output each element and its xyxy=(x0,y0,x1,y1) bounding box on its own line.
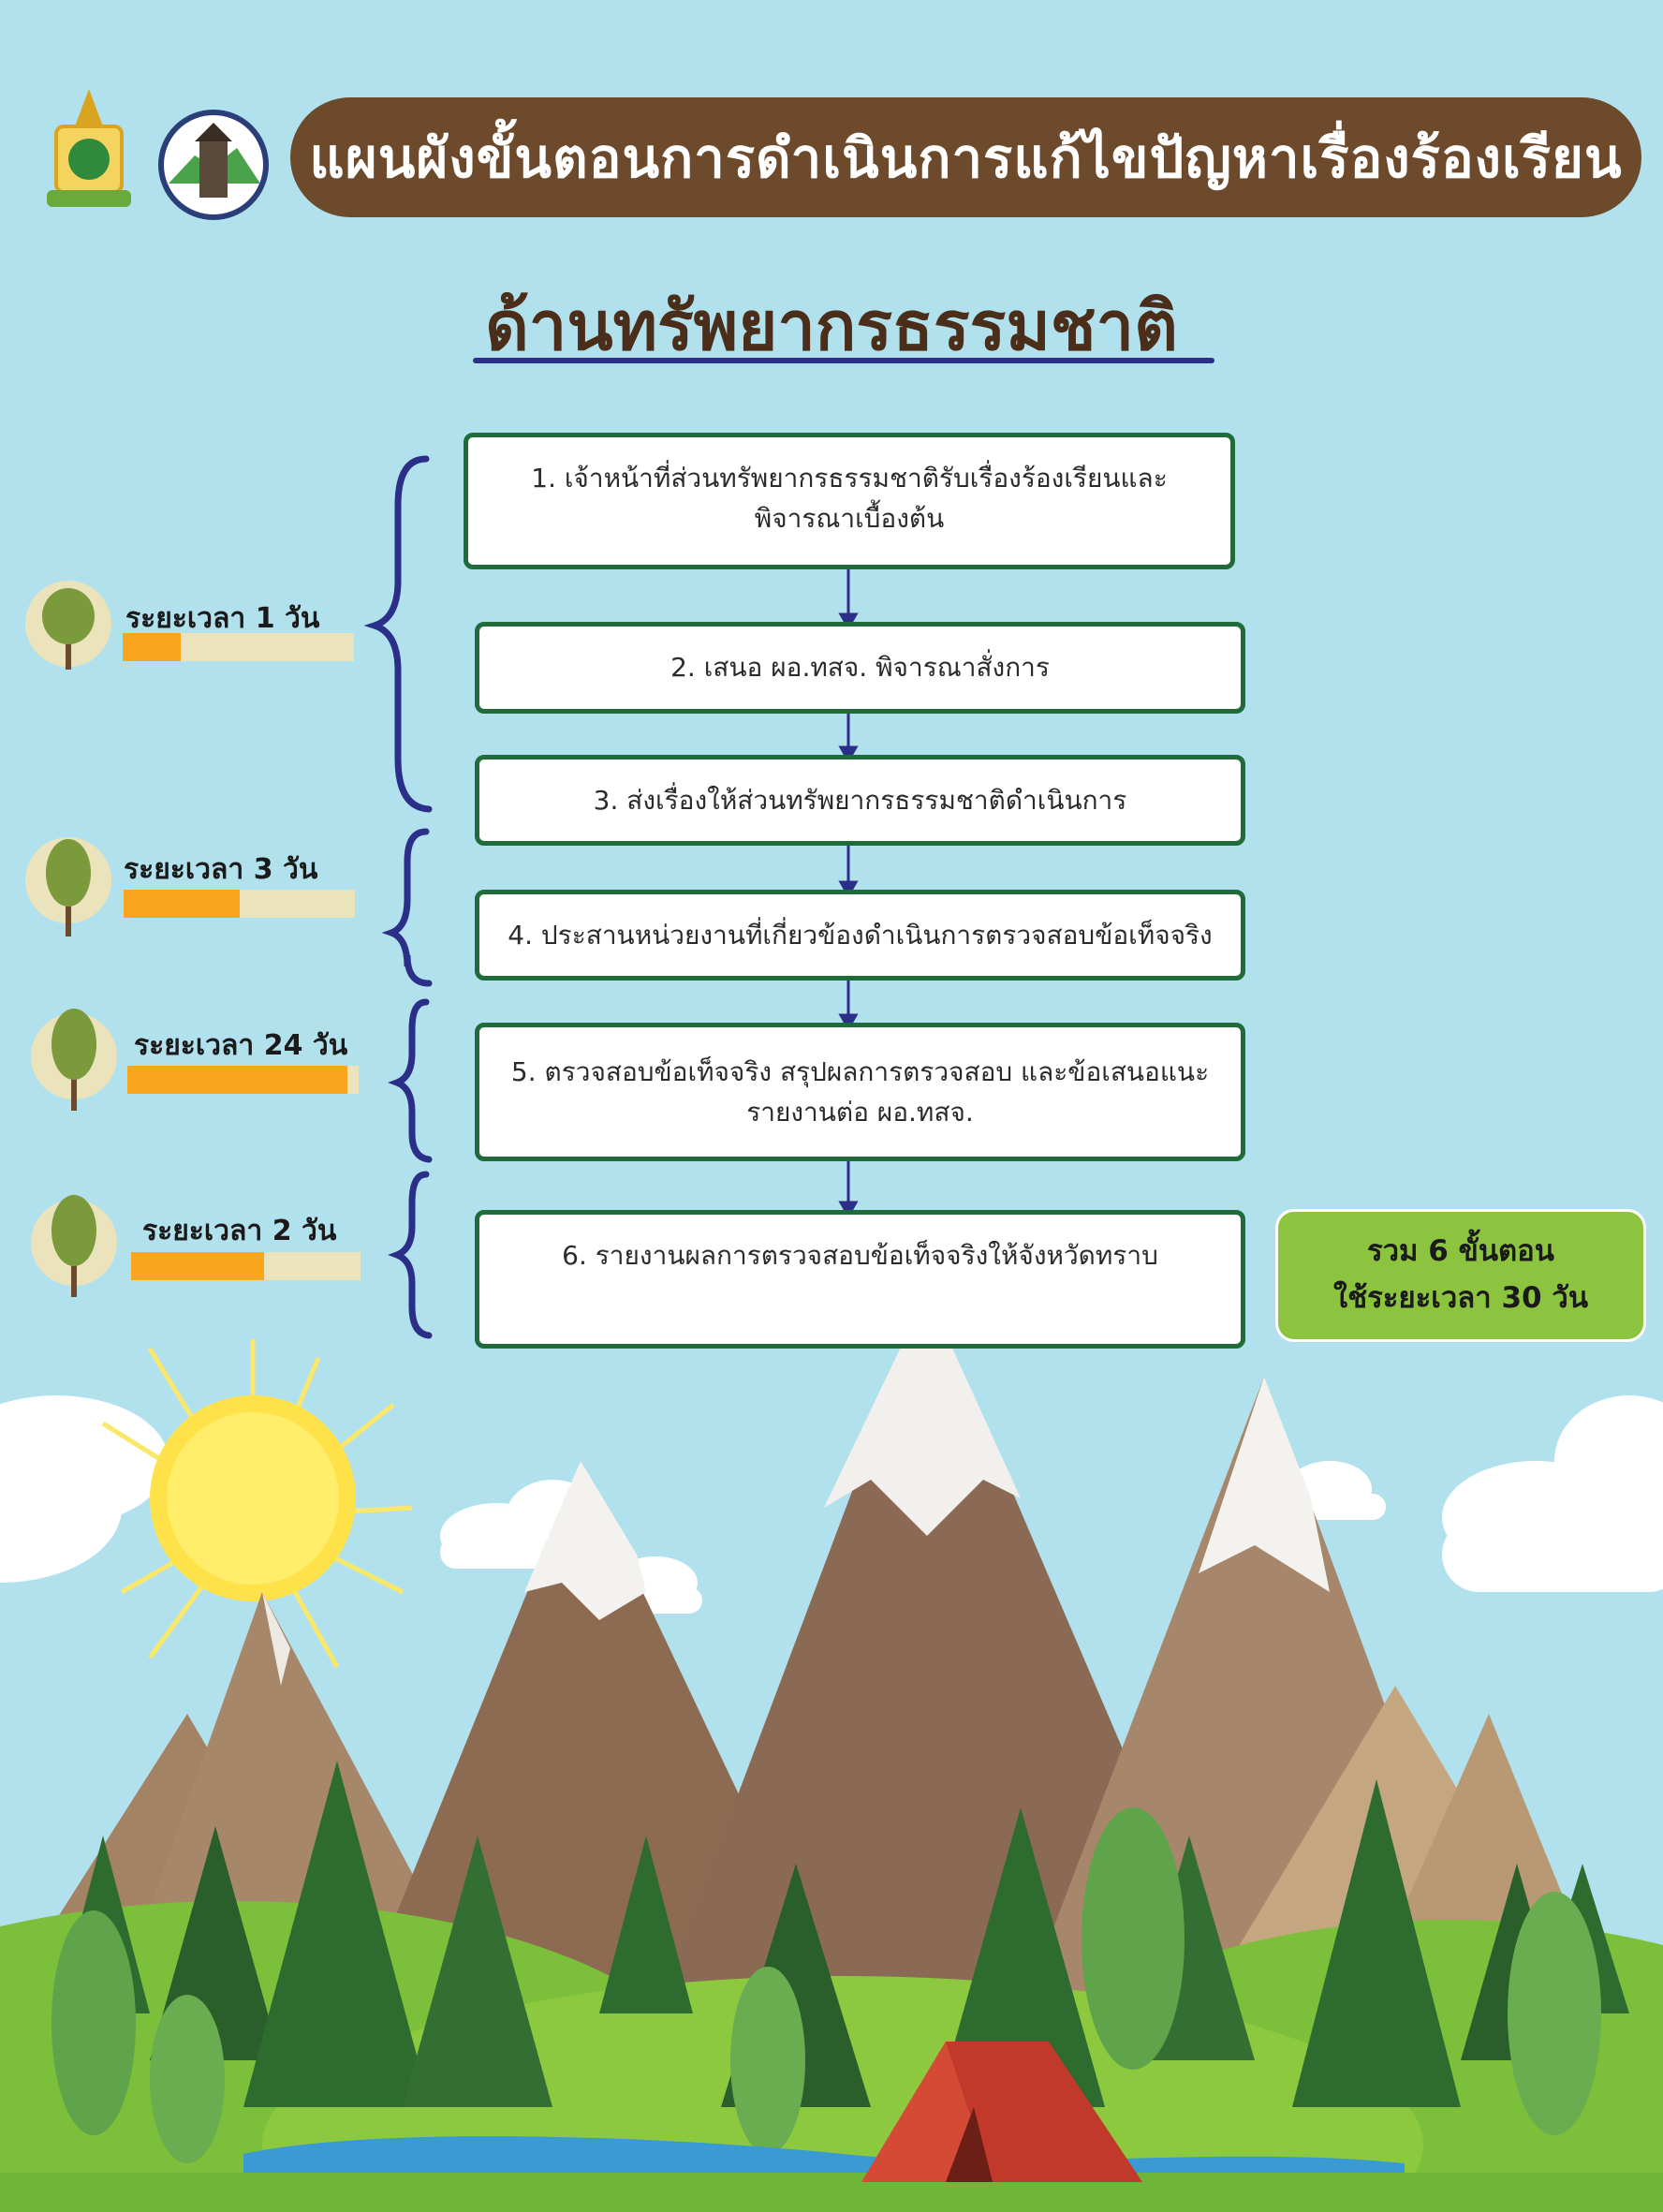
step-arrows xyxy=(838,568,859,1219)
bracket-4 xyxy=(388,1171,433,1339)
step-2-text: 2. เสนอ ผอ.ทสจ. พิจารณาสั่งการ xyxy=(670,652,1050,684)
tree-icon xyxy=(31,1009,117,1111)
government-emblem-logo xyxy=(47,89,131,207)
bracket-3 xyxy=(388,998,433,1163)
step-2-box: 2. เสนอ ผอ.ทสจ. พิจารณาสั่งการ xyxy=(475,622,1245,714)
duration-label-1: ระยะเวลา 1 วัน xyxy=(125,602,320,635)
duration-brackets xyxy=(363,455,433,1339)
step-1-text: 1. เจ้าหน้าที่ส่วนทรัพยากรธรรมชาติรับเรื… xyxy=(531,463,1168,494)
step-5-box: 5. ตรวจสอบข้อเท็จจริง สรุปผลการตรวจสอบ แ… xyxy=(475,1023,1245,1161)
duration-bar-2 xyxy=(124,890,355,918)
duration-bar-fill xyxy=(127,1066,347,1094)
step-1-box: 1. เจ้าหน้าที่ส่วนทรัพยากรธรรมชาติรับเรื… xyxy=(464,433,1235,569)
duration-label-4: ระยะเวลา 2 วัน xyxy=(142,1215,337,1247)
provincial-seal-logo xyxy=(158,110,269,220)
step-4-box: 4. ประสานหน่วยงานที่เกี่ยวข้องดำเนินการต… xyxy=(475,890,1245,981)
duration-label-3: ระยะเวลา 24 วัน xyxy=(134,1029,348,1062)
step-6-box: 6. รายงานผลการตรวจสอบข้อเท็จจริงให้จังหว… xyxy=(475,1210,1245,1349)
step-4-text: 4. ประสานหน่วยงานที่เกี่ยวข้องดำเนินการต… xyxy=(508,919,1213,951)
page-title: แผนผังขั้นตอนการดำเนินการแก้ไขปัญหาเรื่อ… xyxy=(309,125,1623,190)
total-steps: รวม 6 ขั้นตอน xyxy=(1367,1234,1554,1269)
title-banner: แผนผังขั้นตอนการดำเนินการแก้ไขปัญหาเรื่อ… xyxy=(290,97,1641,217)
step-3-box: 3. ส่งเรื่องให้ส่วนทรัพยากรธรรมชาติดำเนิ… xyxy=(475,755,1245,846)
bracket-1 xyxy=(363,455,433,813)
tree-icon xyxy=(25,837,111,936)
tree-icon xyxy=(25,581,111,670)
step-1-text-line2: พิจารณาเบื้องต้น xyxy=(754,503,945,535)
total-duration: ใช้ระยะเวลา 30 วัน xyxy=(1332,1281,1589,1315)
duration-bar-4 xyxy=(131,1252,361,1280)
step-5-text: 5. ตรวจสอบข้อเท็จจริง สรุปผลการตรวจสอบ แ… xyxy=(510,1055,1210,1087)
total-summary-box: รวม 6 ขั้นตอน ใช้ระยะเวลา 30 วัน xyxy=(1275,1209,1646,1342)
duration-bar-fill xyxy=(123,633,181,661)
step-3-text: 3. ส่งเรื่องให้ส่วนทรัพยากรธรรมชาติดำเนิ… xyxy=(593,784,1127,816)
tent xyxy=(861,2042,1142,2182)
duration-bar-fill xyxy=(124,890,240,918)
round-trees xyxy=(52,1807,1601,2163)
step-5-text-line2: รายงานต่อ ผอ.ทสจ. xyxy=(746,1097,974,1128)
duration-bar-fill xyxy=(131,1252,265,1280)
bracket-2 xyxy=(381,828,433,987)
sun xyxy=(101,1339,413,1669)
duration-label-2: ระยะเวลา 3 วัน xyxy=(124,853,318,886)
tree-icon xyxy=(31,1195,117,1297)
subtitle-underline xyxy=(473,358,1214,363)
duration-bar-1 xyxy=(123,633,354,661)
page-subtitle: ด้านทรัพยากรธรรมชาติ xyxy=(485,287,1178,365)
step-6-text: 6. รายงานผลการตรวจสอบข้อเท็จจริงให้จังหว… xyxy=(562,1240,1158,1271)
duration-bar-3 xyxy=(127,1066,359,1094)
